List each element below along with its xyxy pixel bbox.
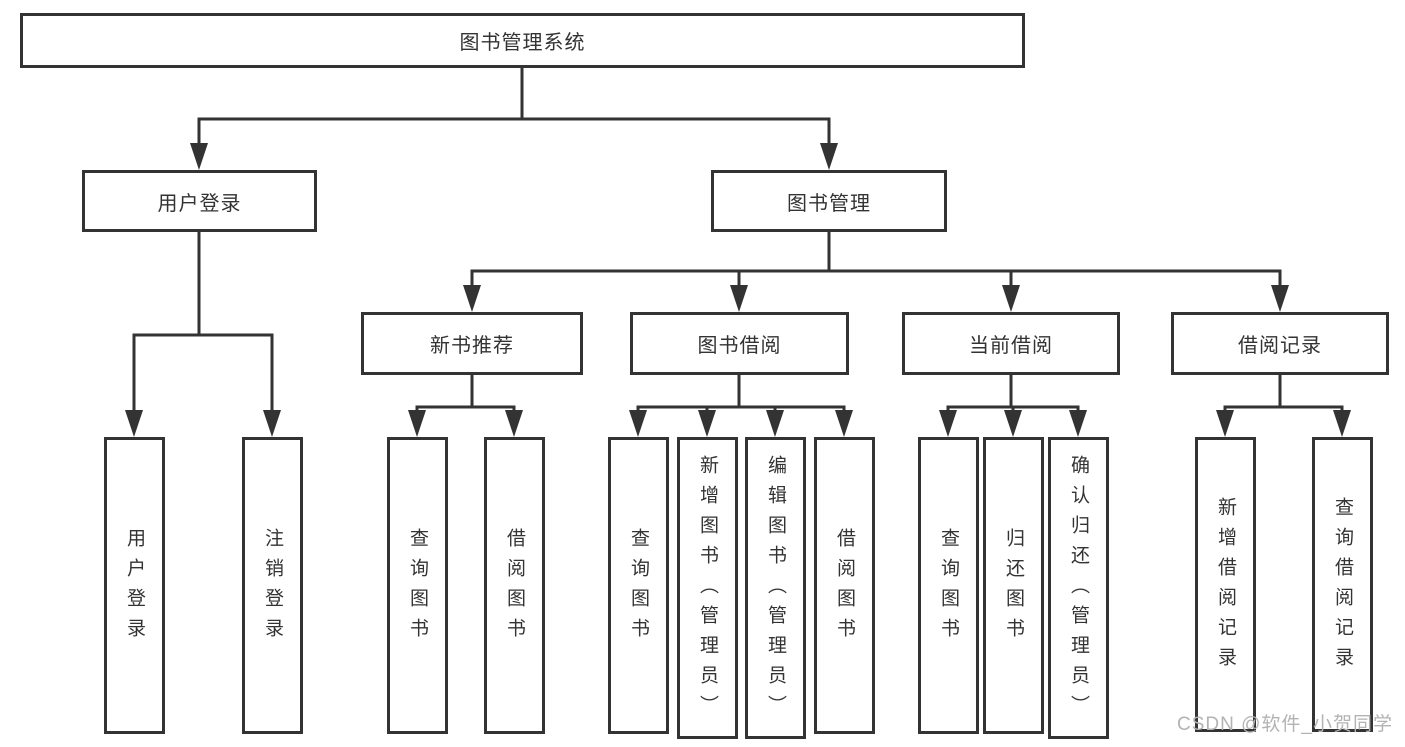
arrowhead xyxy=(730,285,748,312)
arrowhead xyxy=(125,410,143,437)
leaf-borrow-books: 借阅图书 xyxy=(814,437,875,734)
arrowhead xyxy=(1333,410,1351,437)
leaf-query-books-current: 查询图书 xyxy=(918,437,979,734)
leaf-query-borrow-record: 查询借阅记录 xyxy=(1312,437,1373,732)
leaf-add-borrow-record: 新增借阅记录 xyxy=(1195,437,1256,732)
csdn-watermark: CSDN @软件_小贺同学 xyxy=(1177,714,1393,735)
leaf-user-login: 用户登录 xyxy=(104,437,165,734)
arrowhead xyxy=(408,410,426,437)
arrowhead xyxy=(698,410,716,437)
connector-root-to-level2 xyxy=(197,66,831,148)
leaf-confirm-return-admin: 确认归还（管理员） xyxy=(1048,437,1109,739)
arrowhead xyxy=(190,143,208,170)
connector-bookmgmt-to-level3 xyxy=(470,230,1282,290)
arrowhead xyxy=(263,410,281,437)
arrowhead xyxy=(629,410,647,437)
node-root: 图书管理系统 xyxy=(20,13,1025,68)
connector-records-to-leaves xyxy=(1223,373,1344,414)
leaf-return-books: 归还图书 xyxy=(983,437,1044,734)
node-current-borrow: 当前借阅 xyxy=(902,312,1120,375)
node-borrow-records: 借阅记录 xyxy=(1171,312,1389,375)
leaf-query-books-borrow: 查询图书 xyxy=(608,437,669,734)
arrowhead xyxy=(1004,410,1022,437)
connector-recommend-to-leaves xyxy=(415,373,516,414)
connector-userlogin-to-leaves xyxy=(132,230,274,414)
node-book-management: 图书管理 xyxy=(711,170,947,232)
arrowhead xyxy=(1271,285,1289,312)
arrowhead xyxy=(820,143,838,170)
arrowhead xyxy=(1216,410,1234,437)
leaf-query-books-recommend: 查询图书 xyxy=(387,437,448,734)
arrowhead xyxy=(835,410,853,437)
leaf-logout: 注销登录 xyxy=(242,437,303,734)
connector-borrow-to-leaves xyxy=(636,373,846,414)
leaf-borrow-books-recommend: 借阅图书 xyxy=(484,437,545,734)
connector-current-to-leaves xyxy=(946,373,1080,414)
node-new-book-recommend: 新书推荐 xyxy=(361,312,583,375)
arrowhead xyxy=(1069,410,1087,437)
arrowhead xyxy=(939,410,957,437)
node-user-login: 用户登录 xyxy=(82,170,317,232)
leaf-add-book-admin: 新增图书（管理员） xyxy=(677,437,738,739)
arrowhead xyxy=(766,410,784,437)
node-book-borrow: 图书借阅 xyxy=(630,312,849,375)
arrowhead xyxy=(505,410,523,437)
arrowhead xyxy=(1002,285,1020,312)
arrowheads xyxy=(125,143,1351,437)
arrowhead xyxy=(463,285,481,312)
leaf-edit-book-admin: 编辑图书（管理员） xyxy=(745,437,806,739)
